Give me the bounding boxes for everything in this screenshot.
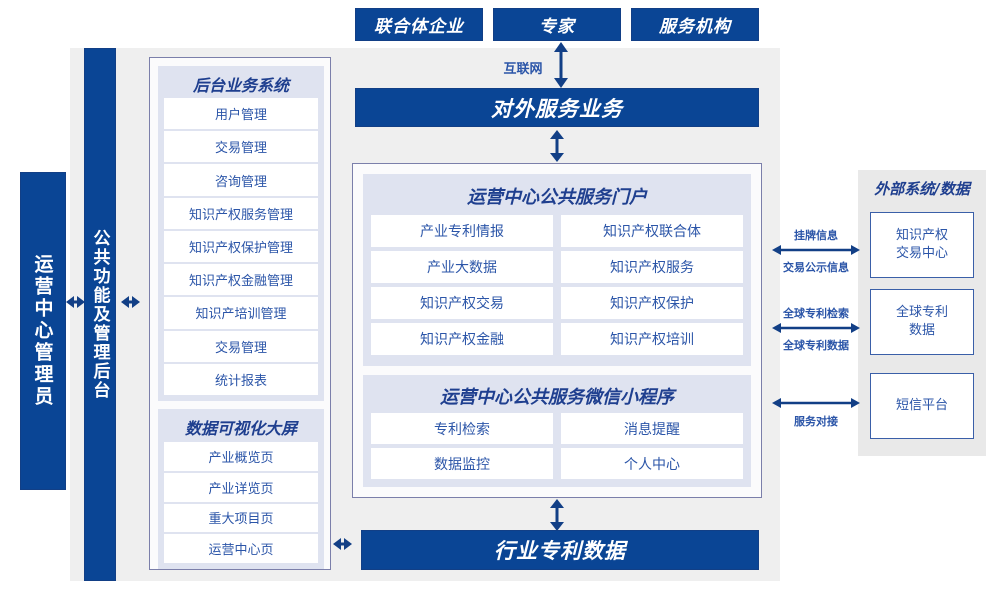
backend-item[interactable]: 交易管理 xyxy=(164,131,318,163)
backend-link-arrow xyxy=(121,293,140,311)
left-column-label: 公共功能及管理后台 xyxy=(89,229,110,400)
external-box-text: 全球专利 数据 xyxy=(896,304,948,339)
miniprogram-item[interactable]: 专利检索 xyxy=(371,413,553,444)
miniprogram-item[interactable]: 消息提醒 xyxy=(561,413,743,444)
top-actor-lianheti[interactable]: 联合体企业 xyxy=(355,8,483,41)
portal-item[interactable]: 知识产权交易 xyxy=(371,287,553,319)
data-screen-item[interactable]: 运营中心页 xyxy=(164,534,318,563)
external-box-text: 短信平台 xyxy=(896,397,948,415)
service-to-portal-arrow xyxy=(548,130,566,162)
portal-row: 知识产权金融 知识产权培训 xyxy=(371,323,743,355)
backend-item[interactable]: 知识产权服务管理 xyxy=(164,197,318,229)
external-box-ip-exchange[interactable]: 知识产权 交易中心 xyxy=(870,212,974,278)
spacer xyxy=(553,215,561,247)
external-link-label-below: 交易公示信息 xyxy=(783,261,849,274)
backend-item[interactable]: 知识产权保护管理 xyxy=(164,230,318,263)
left-column-label: 运营中心管理员 xyxy=(31,254,54,408)
portal-item[interactable]: 知识产权联合体 xyxy=(561,215,743,247)
backend-and-datascreen-card: 后台业务系统 用户管理 交易管理 咨询管理 知识产权服务管理 知识产权保护管理 … xyxy=(149,57,331,570)
top-actor-label: 服务机构 xyxy=(659,17,731,37)
portal-to-patentdata-arrow xyxy=(548,499,566,531)
external-box-line1: 短信平台 xyxy=(895,398,948,414)
external-link-label-below: 全球专利数据 xyxy=(783,339,849,352)
miniprogram-item[interactable]: 数据监控 xyxy=(371,448,553,479)
miniprogram-row: 数据监控 个人中心 xyxy=(371,448,743,479)
portal-item[interactable]: 知识产权保护 xyxy=(561,287,743,319)
external-box-global-patent-data[interactable]: 全球专利 数据 xyxy=(870,289,974,355)
portal-row: 知识产权交易 知识产权保护 xyxy=(371,287,743,319)
external-link-label-above: 挂牌信息 xyxy=(794,229,838,242)
backend-item[interactable]: 知识产权金融管理 xyxy=(164,264,318,296)
external-box-line2: 数据 xyxy=(908,323,935,338)
data-screen-panel: 数据可视化大屏 产业概览页 产业详览页 重大项目页 运营中心页 xyxy=(158,409,324,569)
external-box-sms-platform[interactable]: 短信平台 xyxy=(870,373,974,439)
data-screen-item[interactable]: 产业详览页 xyxy=(164,472,318,502)
portal-card: 运营中心公共服务门户 产业专利情报 知识产权联合体 产业大数据 知识产权服务 知… xyxy=(352,163,762,498)
portal-item[interactable]: 知识产权培训 xyxy=(561,323,743,355)
external-box-text: 知识产权 交易中心 xyxy=(896,227,948,262)
portal-row: 产业大数据 知识产权服务 xyxy=(371,251,743,283)
backend-item[interactable]: 咨询管理 xyxy=(164,164,318,196)
internet-label: 互联网 xyxy=(503,62,543,77)
top-actor-expert[interactable]: 专家 xyxy=(493,8,621,41)
spacer xyxy=(553,448,561,479)
external-link-arrow-3 xyxy=(772,395,860,411)
miniprogram-panel: 运营中心公共服务微信小程序 专利检索 消息提醒 数据监控 个人中心 xyxy=(363,375,751,487)
external-service-label: 对外服务业务 xyxy=(491,96,623,121)
portal-item[interactable]: 产业大数据 xyxy=(371,251,553,283)
backend-item[interactable]: 用户管理 xyxy=(164,98,318,130)
backend-item[interactable]: 交易管理 xyxy=(164,330,318,362)
external-link-label-below: 服务对接 xyxy=(794,415,838,428)
data-screen-item[interactable]: 重大项目页 xyxy=(164,503,318,533)
external-box-line1: 知识产权 xyxy=(895,228,948,244)
external-systems-title: 外部系统/数据 xyxy=(874,180,970,198)
spacer xyxy=(553,287,561,319)
top-actor-label: 专家 xyxy=(539,17,575,37)
miniprogram-title: 运营中心公共服务微信小程序 xyxy=(440,386,674,408)
data-screen-item[interactable]: 产业概览页 xyxy=(164,442,318,471)
spacer xyxy=(553,251,561,283)
portal-item[interactable]: 知识产权金融 xyxy=(371,323,553,355)
industry-patent-data-bar[interactable]: 行业专利数据 xyxy=(361,530,759,570)
left-column-common-functions[interactable]: 公共功能及管理后台 xyxy=(84,48,116,581)
spacer xyxy=(553,413,561,444)
backend-item[interactable]: 知识产培训管理 xyxy=(164,297,318,329)
external-service-bar[interactable]: 对外服务业务 xyxy=(355,88,759,127)
backend-system-title: 后台业务系统 xyxy=(192,75,289,95)
miniprogram-item[interactable]: 个人中心 xyxy=(561,448,743,479)
spacer xyxy=(553,323,561,355)
portal-row: 产业专利情报 知识产权联合体 xyxy=(371,215,743,247)
internet-arrow xyxy=(552,42,570,88)
top-actor-label: 联合体企业 xyxy=(374,17,464,37)
external-link-label-above: 全球专利检索 xyxy=(783,307,849,320)
industry-patent-data-label: 行业专利数据 xyxy=(494,539,626,563)
miniprogram-row: 专利检索 消息提醒 xyxy=(371,413,743,444)
admin-to-backend-arrow xyxy=(66,293,85,311)
backend-item[interactable]: 统计报表 xyxy=(164,363,318,395)
portal-item[interactable]: 知识产权服务 xyxy=(561,251,743,283)
top-actor-service-org[interactable]: 服务机构 xyxy=(631,8,759,41)
portal-title: 运营中心公共服务门户 xyxy=(467,187,647,208)
datascreen-to-patentdata-arrow xyxy=(333,535,352,553)
data-screen-title: 数据可视化大屏 xyxy=(184,419,297,438)
backend-system-panel: 后台业务系统 用户管理 交易管理 咨询管理 知识产权服务管理 知识产权保护管理 … xyxy=(158,66,324,401)
external-link-arrow-1 xyxy=(772,242,860,258)
left-column-admin[interactable]: 运营中心管理员 xyxy=(20,172,66,490)
portal-panel: 运营中心公共服务门户 产业专利情报 知识产权联合体 产业大数据 知识产权服务 知… xyxy=(363,174,751,366)
external-link-arrow-2 xyxy=(772,320,860,336)
external-box-line1: 全球专利 xyxy=(895,305,948,321)
portal-item[interactable]: 产业专利情报 xyxy=(371,215,553,247)
external-box-line2: 交易中心 xyxy=(895,246,948,261)
